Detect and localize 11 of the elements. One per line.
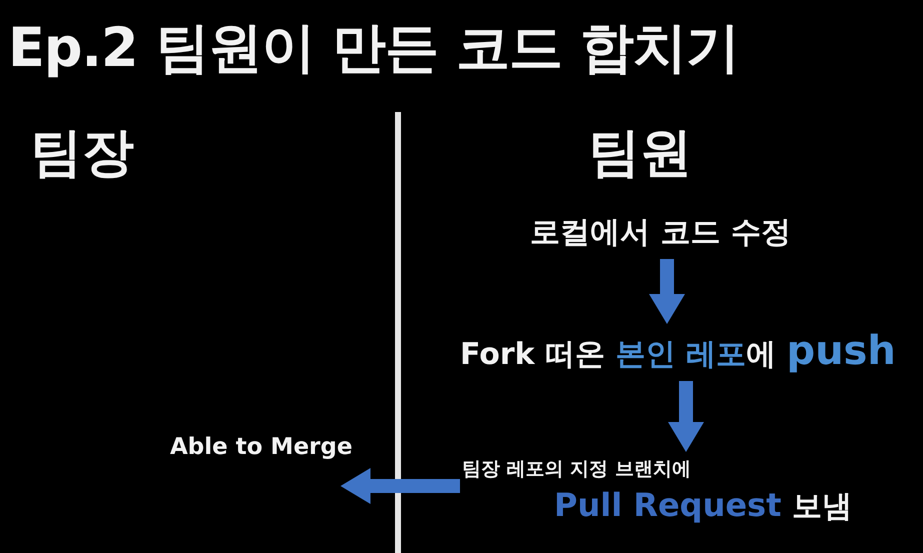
column-heading: 팀원 (588, 122, 692, 185)
step-text: Able to Merge (170, 434, 352, 460)
arrow (668, 381, 704, 452)
column-heading: 팀장 (30, 122, 134, 185)
title: Ep.2 팀원이 만든 코드 합치기 (8, 15, 739, 81)
step-text: Fork 떠온 본인 레포에 push (460, 328, 896, 375)
step-text: 로컬에서 코드 수정 (530, 214, 791, 252)
step-text: 팀장 레포의 지정 브랜치에 (462, 457, 692, 482)
arrow (649, 259, 685, 324)
step-text: Pull Request 보냄 (554, 486, 852, 526)
arrow (340, 468, 460, 504)
